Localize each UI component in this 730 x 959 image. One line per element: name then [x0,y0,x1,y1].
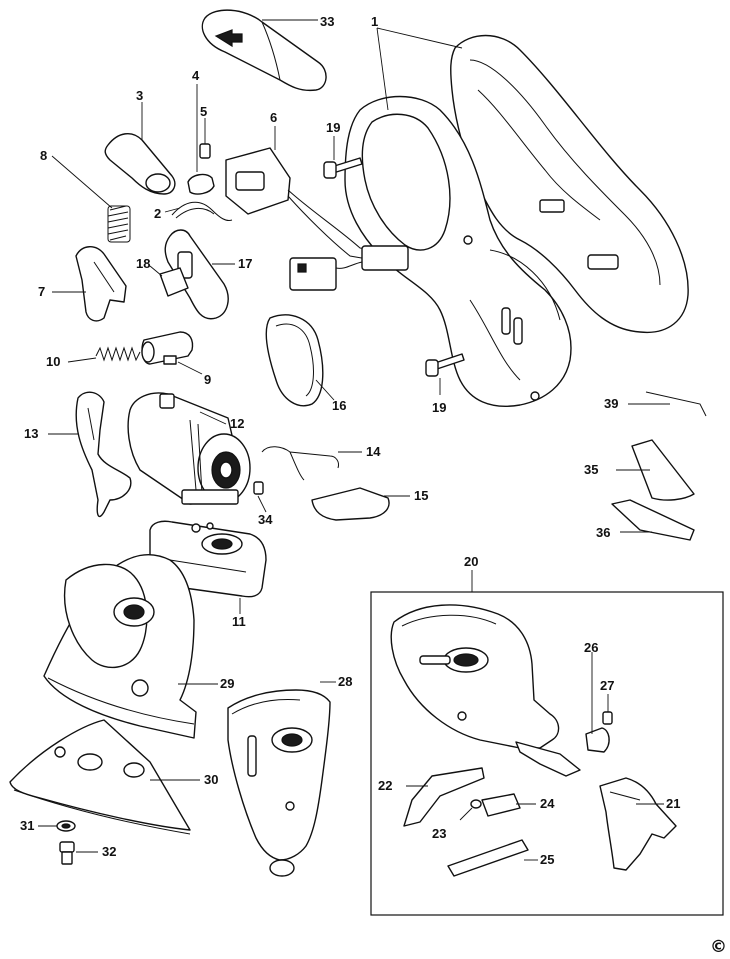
part-24-blade [481,793,536,817]
copyright-symbol: © [710,937,727,957]
label-25: 25 [540,852,554,867]
label-26: 26 [584,640,598,655]
label-33: 33 [320,14,334,29]
part-21-blade-holder [599,777,677,871]
part-15-clip [311,487,410,521]
label-15: 15 [414,488,428,503]
part-9-cam [141,331,203,375]
part-19-screw-lower [425,353,465,395]
part-2-wires [164,201,233,221]
part-14-wire-clip [261,446,362,481]
label-5: 5 [200,104,207,119]
part-20-kit-box [370,591,724,916]
label-31: 31 [20,818,34,833]
part-23-washer [459,799,482,821]
label-21: 21 [666,796,680,811]
label-17: 17 [238,256,252,271]
label-8: 8 [40,148,47,163]
part-7-bracket [52,246,127,322]
part-26-clamp [585,652,610,753]
label-36: 36 [596,525,610,540]
part-12-motor [127,392,251,505]
part-27-screw [602,694,613,725]
label-22: 22 [378,778,392,793]
label-32: 32 [102,844,116,859]
label-12: 12 [230,416,244,431]
part-25-blade-strip [447,839,538,877]
label-1: 1 [371,14,378,29]
label-6: 6 [270,110,277,125]
label-9: 9 [204,372,211,387]
part-29-sander-head [43,553,218,739]
part-5-screw [199,118,211,159]
part-8-spring [51,155,131,243]
part-10-spring [67,346,141,363]
part-3-switch-cap [104,102,176,195]
part-13-lever [48,391,132,518]
part-30-base-plate [9,719,200,835]
label-34: 34 [258,512,273,527]
part-22-blade-mount [403,767,485,827]
label-30: 30 [204,772,218,787]
label-11: 11 [232,614,246,629]
label-19-lower: 19 [432,400,446,415]
label-14: 14 [366,444,381,459]
label-18: 18 [136,256,150,271]
label-19-upper: 19 [326,120,340,135]
part-6-switch-assembly [225,126,409,291]
label-28: 28 [338,674,352,689]
part-1-housing [344,27,689,407]
part-28-detail-head [227,681,336,877]
label-13: 13 [24,426,38,441]
label-39: 39 [604,396,618,411]
label-16: 16 [332,398,346,413]
part-31-washer [38,820,76,832]
label-35: 35 [584,462,598,477]
label-4: 4 [192,68,200,83]
part-16-gasket [265,314,335,407]
label-23: 23 [432,826,446,841]
part-36-scraper-blade [611,499,695,541]
label-2: 2 [154,206,161,221]
label-3: 3 [136,88,143,103]
part-20-attachment-assembly [390,604,581,777]
label-27: 27 [600,678,614,693]
part-35-scraper-blade [616,439,695,501]
label-29: 29 [220,676,234,691]
part-4-connector [187,84,215,195]
label-7: 7 [38,284,45,299]
part-19-screw-upper [323,136,363,179]
part-18-latch-button [149,265,189,297]
label-24: 24 [540,796,555,811]
part-34-screw [253,481,267,513]
part-33-nozzle [201,9,327,92]
part-labels: 33 1 4 3 5 6 19 8 2 18 17 7 10 9 16 19 3… [20,14,727,957]
part-39-hex-key [628,391,707,417]
label-10: 10 [46,354,60,369]
label-20: 20 [464,554,478,569]
part-32-screw [59,841,98,865]
